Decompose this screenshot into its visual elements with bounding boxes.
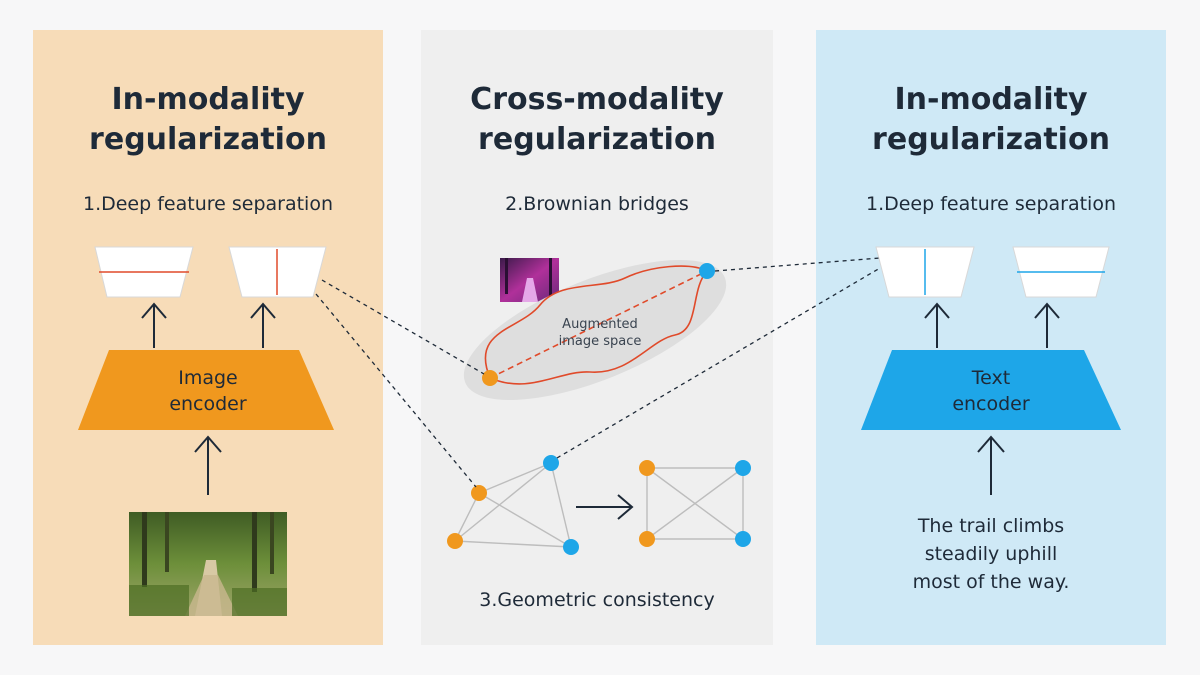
graph-before-node-orange-1 bbox=[471, 485, 487, 501]
image-embedding-point bbox=[482, 370, 498, 386]
right-feature-map-1 bbox=[875, 246, 975, 298]
graph-after-node-orange-2 bbox=[639, 531, 655, 547]
middle-panel-title: Cross-modality regularization bbox=[470, 82, 724, 157]
text-encoder-shape bbox=[861, 350, 1121, 430]
right-panel-title: In-modality regularization bbox=[872, 82, 1110, 157]
transform-arrow bbox=[576, 494, 634, 520]
right-up-arrow-1 bbox=[924, 302, 950, 348]
right-input-arrow bbox=[977, 435, 1005, 495]
left-panel-title: In-modality regularization bbox=[89, 82, 327, 157]
image-encoder-label: Image encoder bbox=[169, 367, 247, 415]
graph-before-node-blue-2 bbox=[563, 539, 579, 555]
forest-path-photo bbox=[129, 512, 287, 616]
left-up-arrow-2 bbox=[250, 302, 276, 348]
brownian-bridge-line bbox=[489, 270, 708, 379]
graph-after-node-orange-1 bbox=[639, 460, 655, 476]
geometric-consistency-label: 3.Geometric consistency bbox=[479, 589, 715, 611]
right-feature-map-2 bbox=[1012, 246, 1110, 298]
left-panel-subtitle: 1.Deep feature separation bbox=[82, 193, 333, 215]
left-feature-map-1 bbox=[94, 246, 194, 298]
graph-after-node-blue-2 bbox=[735, 531, 751, 547]
left-feature-map-2 bbox=[228, 246, 327, 298]
input-text-sentence: The trail climbs steadily uphill most of… bbox=[912, 515, 1070, 593]
augmented-image-space bbox=[463, 260, 727, 400]
left-input-arrow bbox=[194, 435, 222, 495]
graph-after-node-blue-1 bbox=[735, 460, 751, 476]
graph-before bbox=[454, 462, 572, 548]
graph-before-node-orange-2 bbox=[447, 533, 463, 549]
middle-panel-subtitle: 2.Brownian bridges bbox=[505, 193, 689, 215]
text-embedding-point bbox=[699, 263, 715, 279]
graph-before-node-blue-1 bbox=[543, 455, 559, 471]
brownian-path-2 bbox=[489, 270, 708, 385]
augmented-forest-photo bbox=[500, 258, 559, 302]
left-up-arrow-1 bbox=[141, 302, 167, 348]
right-panel-subtitle: 1.Deep feature separation bbox=[865, 193, 1116, 215]
right-up-arrow-2 bbox=[1034, 302, 1060, 348]
right-panel: In-modality regularization 1.Deep featur… bbox=[816, 30, 1166, 645]
graph-after bbox=[646, 467, 744, 540]
augmented-image-space-label: Augmented image space bbox=[558, 317, 642, 349]
brownian-path-1 bbox=[484, 265, 708, 379]
image-encoder-shape bbox=[78, 350, 334, 430]
text-encoder-label: Text encoder bbox=[952, 367, 1030, 415]
dashed-connectors bbox=[315, 257, 881, 488]
